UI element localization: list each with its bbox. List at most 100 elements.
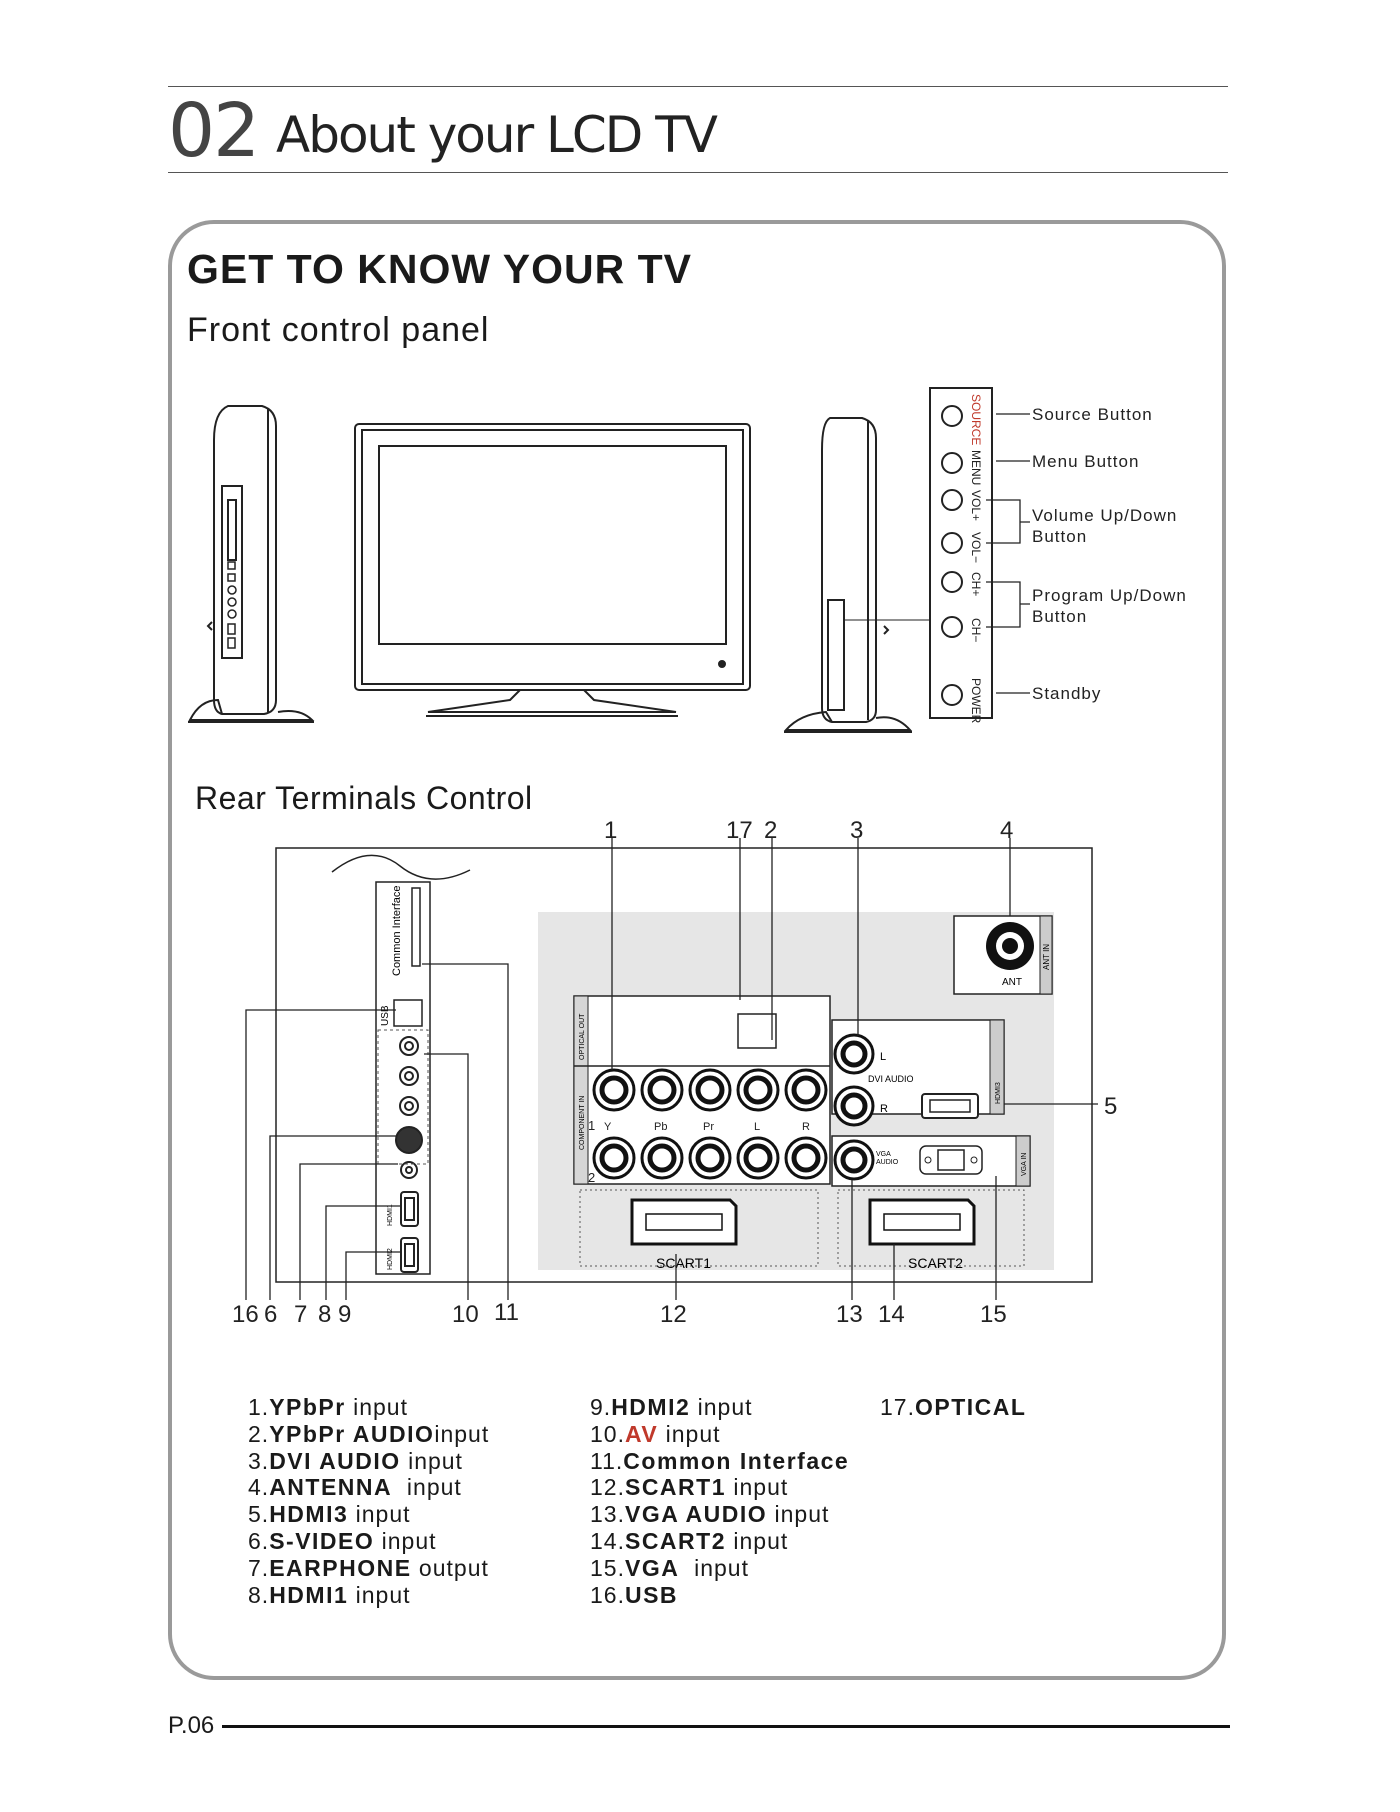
header-top-rule — [168, 86, 1228, 87]
legend-item-type: input — [345, 1394, 408, 1420]
rear-panel-heading: Rear Terminals Control — [195, 780, 533, 816]
legend-item: 3.DVI AUDIO input — [248, 1448, 489, 1475]
vga-in-label: VGA IN — [1021, 1153, 1028, 1176]
legend-item: 2.YPbPr AUDIOinput — [248, 1421, 489, 1448]
legend-item-number: 8. — [248, 1581, 270, 1608]
legend-item-type: input — [679, 1554, 749, 1581]
legend-item-name: HDMI1 — [269, 1581, 349, 1608]
legend-item: 7.EARPHONE output — [248, 1555, 489, 1582]
rear-num-11: 11 — [494, 1299, 519, 1326]
program-callout-2: Button — [1032, 607, 1087, 626]
dvi-r-label: R — [880, 1103, 888, 1115]
header-bottom-rule — [168, 172, 1228, 173]
scart1-icon — [630, 1198, 738, 1246]
content-frame — [168, 220, 1226, 1680]
l-label-component: L — [754, 1121, 760, 1133]
legend-item-number: 9. — [590, 1394, 612, 1420]
optical-port-icon — [737, 1013, 777, 1049]
rear-num-2: 2 — [764, 817, 777, 844]
rear-num-9: 9 — [338, 1301, 351, 1328]
rear-num-3: 3 — [850, 817, 863, 844]
vga-audio-label-1: VGA — [876, 1151, 891, 1158]
legend-item: 14.SCART2 input — [590, 1528, 849, 1555]
legend-item-number: 17. — [880, 1394, 915, 1420]
rear-panel-diagram: Common Interface USB HDMI1 HDMI2 ANT IN … — [245, 838, 1098, 1300]
legend-item: 4.ANTENNA input — [248, 1474, 489, 1501]
source-label: SOURCE — [969, 394, 983, 445]
rear-num-8: 8 — [318, 1301, 331, 1328]
vol-down-label: VOL− — [969, 532, 983, 563]
legend-item-type: input — [726, 1474, 789, 1501]
legend-item-name: YPbPr — [269, 1394, 346, 1420]
rear-num-7: 7 — [294, 1301, 307, 1328]
r-label-component: R — [802, 1121, 810, 1133]
legend-item-name: S-VIDEO — [269, 1527, 375, 1554]
legend-item: 15.VGA input — [590, 1555, 849, 1582]
control-button-strip — [929, 387, 993, 719]
rear-num-16: 16 — [232, 1301, 259, 1328]
legend-item-type: input — [726, 1527, 789, 1554]
legend-item-type: input — [690, 1394, 753, 1420]
hdmi2-label: HDMI2 — [387, 1248, 394, 1270]
legend-item-name: ANTENNA — [269, 1474, 393, 1501]
ant-label: ANT — [1002, 977, 1022, 988]
legend-item: 16.USB — [590, 1582, 849, 1609]
legend-item-type: input — [348, 1581, 411, 1608]
legend-item-name: SCART2 — [624, 1527, 726, 1554]
legend-item-number: 6. — [248, 1527, 270, 1554]
program-callout-1: Program Up/Down — [1032, 586, 1187, 605]
menu-label: MENU — [969, 450, 983, 485]
volume-callout-2: Button — [1032, 527, 1087, 546]
legend-item: 5.HDMI3 input — [248, 1501, 489, 1528]
rear-num-17: 17 — [726, 817, 753, 844]
row1-label: 1 — [588, 1118, 595, 1133]
ant-in-label: ANT IN — [1042, 944, 1051, 970]
legend-item-number: 7. — [248, 1554, 270, 1581]
y-label: Y — [604, 1121, 612, 1133]
legend-column-3: 17.OPTICAL — [880, 1394, 1026, 1421]
hdmi3-label: HDMI3 — [995, 1082, 1002, 1104]
power-label: POWER — [969, 678, 983, 724]
legend-item-number: 2. — [248, 1420, 270, 1447]
legend-item-name: USB — [624, 1581, 679, 1608]
ch-up-button-icon — [941, 571, 963, 593]
legend-item-type: input — [434, 1420, 490, 1447]
legend-item-name: DVI AUDIO — [269, 1447, 401, 1474]
scart2-icon — [868, 1198, 976, 1246]
chapter-number: 02 — [168, 88, 260, 174]
tv-front-view — [354, 423, 751, 717]
rear-num-14: 14 — [878, 1301, 905, 1328]
rear-num-13: 13 — [836, 1301, 863, 1328]
page-number: P.06 — [168, 1712, 215, 1739]
legend-item-type: input — [767, 1501, 830, 1528]
legend-item-name: SCART1 — [624, 1474, 726, 1501]
tv-side-view-left — [188, 405, 315, 723]
legend-item-name: Common Interface — [623, 1447, 850, 1474]
legend-item-number: 4. — [248, 1474, 270, 1501]
tv-side-view-right — [783, 417, 930, 733]
vol-up-button-icon — [941, 489, 963, 511]
rear-num-4: 4 — [1000, 817, 1013, 844]
legend-item-number: 12. — [590, 1474, 625, 1501]
legend-item-name: OPTICAL — [914, 1394, 1027, 1420]
row2-label: 2 — [588, 1170, 595, 1185]
rear-num-5: 5 — [1104, 1093, 1117, 1120]
legend-item: 11.Common Interface — [590, 1448, 849, 1475]
dvi-audio-label: DVI AUDIO — [868, 1074, 914, 1084]
legend-item: 17.OPTICAL — [880, 1394, 1026, 1421]
volume-callout-1: Volume Up/Down — [1032, 506, 1177, 525]
legend-item-name: HDMI2 — [611, 1394, 691, 1420]
pb-label: Pb — [654, 1121, 667, 1133]
optical-out-label: OPTICAL OUT — [579, 1013, 586, 1060]
footer-rule — [222, 1725, 1230, 1728]
legend-item-type: input — [374, 1527, 437, 1554]
legend-item-number: 1. — [248, 1394, 270, 1420]
legend-item-name: AV — [624, 1420, 659, 1447]
dvi-l-label: L — [880, 1051, 886, 1063]
common-interface-label: Common Interface — [391, 886, 403, 976]
legend-item-number: 16. — [590, 1581, 625, 1608]
legend-item-name: EARPHONE — [269, 1554, 412, 1581]
legend-item: 8.HDMI1 input — [248, 1582, 489, 1609]
